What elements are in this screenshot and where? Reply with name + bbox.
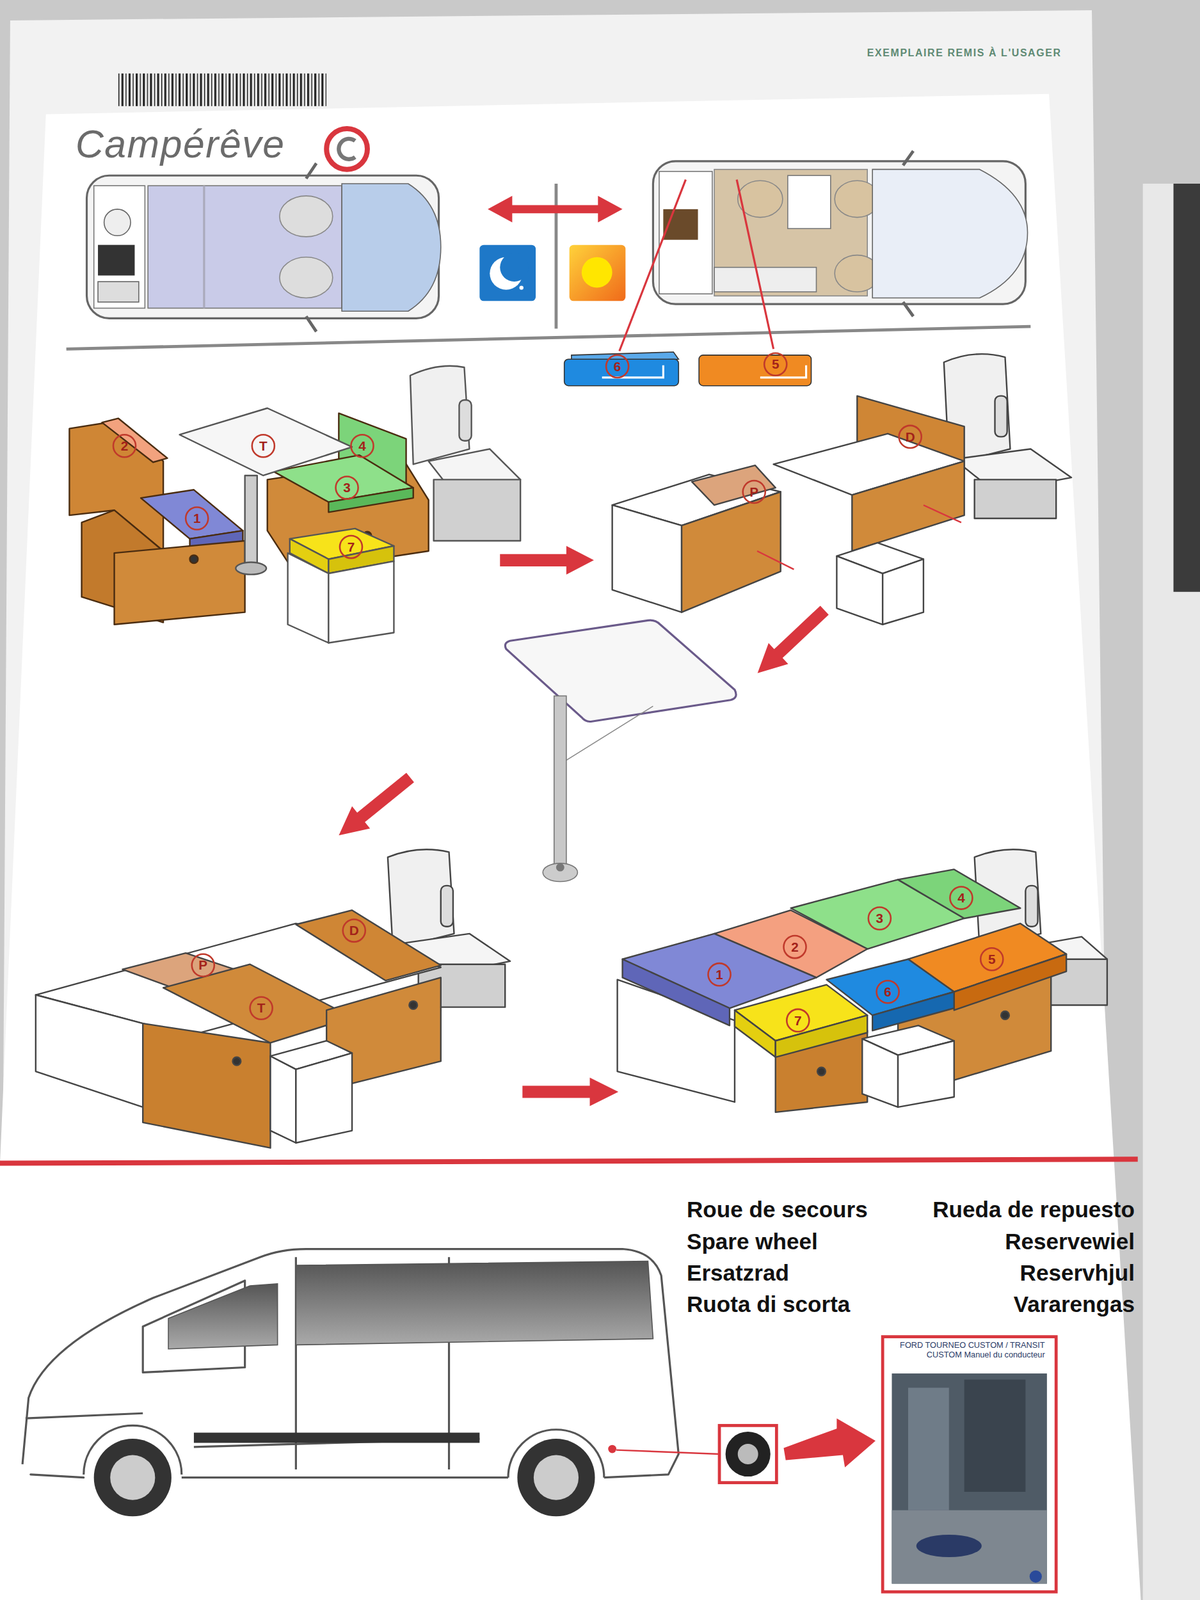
callout-number: 2	[120, 439, 129, 453]
callout-circle	[899, 425, 922, 448]
callout-number: 4	[358, 439, 367, 453]
spare-wheel-text: Ruota di scorta	[686, 1292, 850, 1318]
callout-circle	[250, 997, 273, 1020]
callout-circle	[113, 434, 136, 457]
callout-number: 6	[883, 984, 892, 999]
callout-number: 7	[347, 540, 356, 554]
callout-circle	[343, 919, 366, 943]
spare-wheel-text: Reservhjul	[1020, 1261, 1135, 1287]
callout-circle	[606, 355, 629, 378]
callout-circle	[336, 476, 359, 500]
callout-circle	[185, 506, 208, 530]
callout-circle	[980, 947, 1003, 971]
callout-circle	[743, 480, 766, 504]
manual-cover-title: FORD TOURNEO CUSTOM / TRANSIT CUSTOM Man…	[894, 1340, 1046, 1360]
callout-number: 3	[343, 481, 351, 495]
callout-number: T	[259, 439, 268, 453]
callout-circle	[876, 980, 900, 1003]
spare-wheel-text: Spare wheel	[686, 1229, 818, 1255]
spare-wheel-text: Ersatzrad	[686, 1261, 790, 1287]
callout-number: 5	[988, 952, 996, 966]
callout-circle	[252, 434, 275, 457]
callout-number: 6	[613, 359, 622, 374]
callout-number: 7	[794, 1013, 802, 1028]
sheet-header: EXEMPLAIRE REMIS À L'USAGER	[867, 46, 1062, 59]
callout-circle	[350, 434, 374, 457]
callout-number: D	[905, 430, 916, 444]
callout-number: 2	[791, 940, 799, 954]
spare-wheel-text: Roue de secours	[686, 1198, 868, 1224]
callout-circle	[339, 535, 363, 559]
callout-number: 3	[876, 912, 884, 926]
callout-number: 4	[957, 891, 966, 905]
callout-circle	[868, 906, 891, 930]
callout-circle	[764, 353, 787, 376]
callout-number: P	[198, 958, 208, 973]
callout-number: T	[257, 1001, 266, 1016]
callout-number: 1	[193, 512, 201, 526]
callout-number: 5	[771, 357, 780, 372]
callout-circle	[949, 887, 973, 910]
callout-number: P	[749, 485, 759, 499]
callout-number: D	[349, 924, 360, 938]
callout-number: 1	[715, 967, 724, 982]
brand-logo: Campérêve	[75, 122, 286, 167]
callout-circle	[783, 935, 806, 959]
callout-circle	[192, 954, 215, 977]
callout-circle	[708, 963, 731, 986]
callout-circle	[786, 1009, 809, 1032]
spare-wheel-text: Reservewiel	[1004, 1229, 1135, 1255]
spare-wheel-text: Vararengas	[1013, 1292, 1135, 1318]
spare-wheel-text: Rueda de repuesto	[932, 1198, 1135, 1224]
